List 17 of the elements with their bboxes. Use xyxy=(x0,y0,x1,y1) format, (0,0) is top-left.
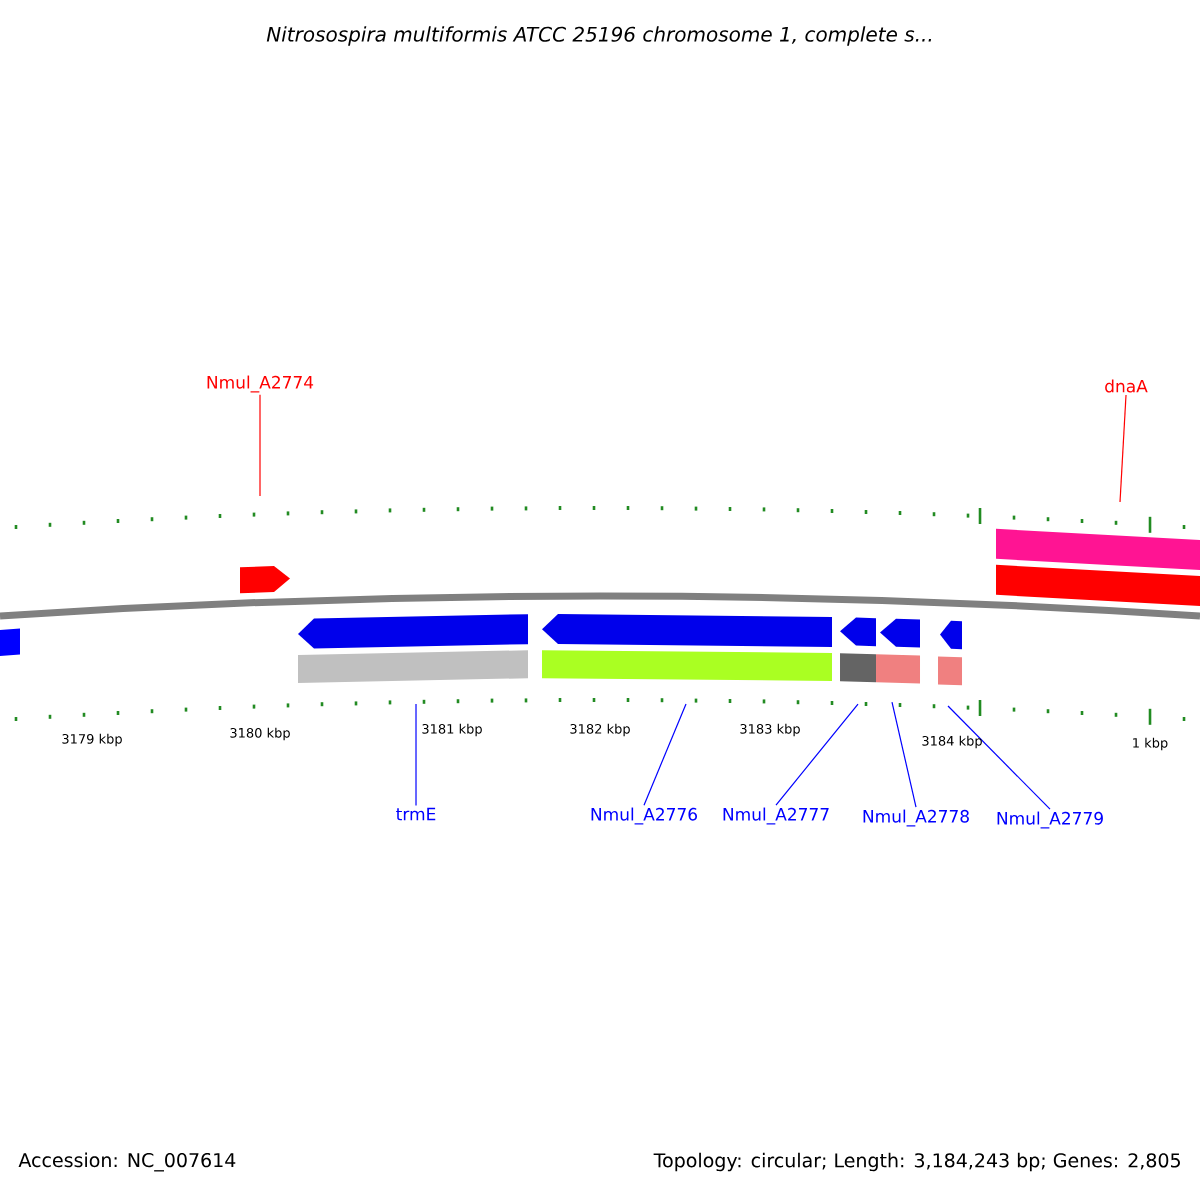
footer-text: Topology: circular; Length: 3,184,243 bp; Genes: 2,805 xyxy=(653,1152,1180,1172)
leader-line xyxy=(259,394,261,497)
title: Nitrosospira multiformis ATCC 25196 chromosome 1, complete s... xyxy=(266,26,932,46)
leader-line xyxy=(775,703,859,806)
leader-line xyxy=(643,703,687,806)
gene-label: Nmul_A2778 xyxy=(863,809,969,827)
leader-line xyxy=(415,703,417,806)
leader-line xyxy=(947,705,1051,810)
gene-label: Nmul_A2777 xyxy=(723,807,829,825)
gene-label: Nmul_A2776 xyxy=(591,807,697,825)
gene-label: trmE xyxy=(396,807,436,821)
gene-label: dnaA xyxy=(1105,379,1148,393)
gene-label: Nmul_A2774 xyxy=(207,375,314,393)
footer-text: Accession: NC_007614 xyxy=(18,1152,236,1172)
gene-label: Nmul_A2779 xyxy=(997,811,1103,829)
leader-line xyxy=(891,701,917,808)
leader-line xyxy=(1119,394,1127,503)
